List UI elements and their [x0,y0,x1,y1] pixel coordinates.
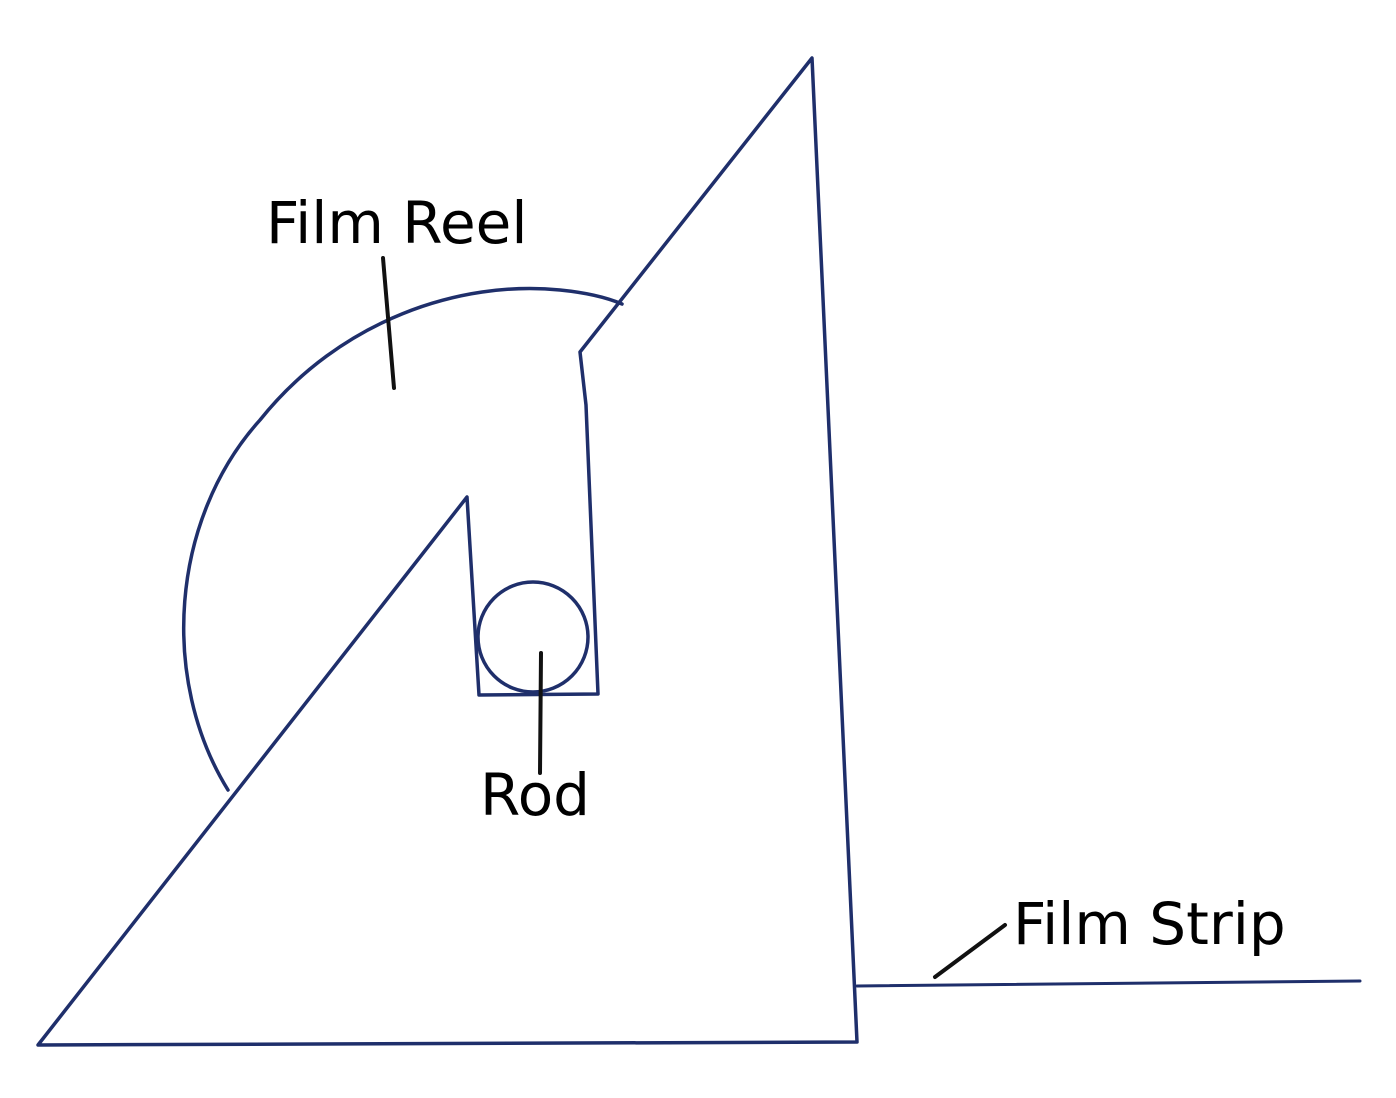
film-strip-line [855,979,1362,988]
rod-circle [476,580,590,694]
film-reel-arc [181,286,624,792]
film-reel-label: Film Reel [266,189,527,257]
film-reel-leader [381,256,396,390]
rod-label: Rod [480,761,590,829]
rod-leader [538,651,543,775]
triangular-frame [36,56,859,1047]
film-strip-label: Film Strip [1013,890,1286,958]
film-strip-leader [933,923,1007,979]
